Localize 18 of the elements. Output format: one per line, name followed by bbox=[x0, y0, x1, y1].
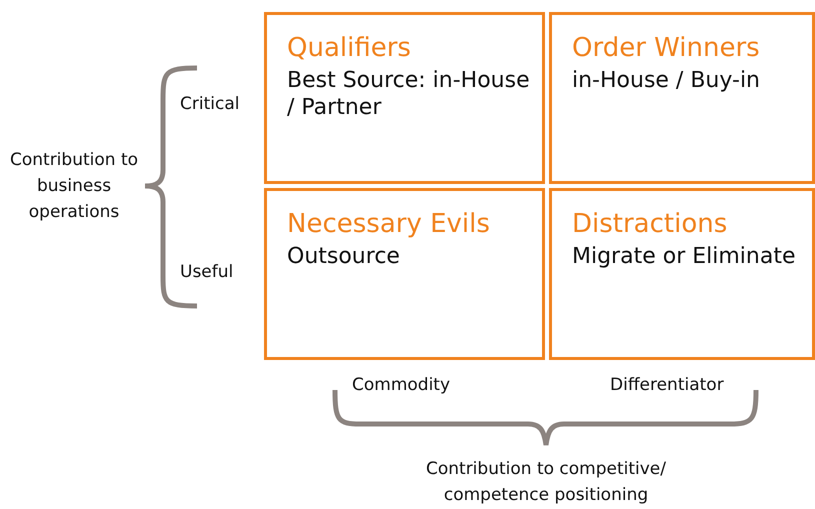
quadrant-box bbox=[549, 12, 815, 184]
axis-title: Contribution to business operations bbox=[8, 149, 140, 224]
quadrant-box bbox=[549, 188, 815, 360]
axis-level: Critical bbox=[180, 93, 240, 116]
quadrant-action: Best Source: in-House / Partner bbox=[287, 67, 531, 121]
quadrant-title: Order Winners bbox=[572, 33, 761, 63]
axis-level: Useful bbox=[180, 261, 234, 284]
axis-level: Differentiator bbox=[610, 374, 725, 397]
quadrant-title: Qualifiers bbox=[287, 33, 412, 63]
quadrant-box bbox=[264, 188, 545, 360]
quadrant-action: in-House / Buy-in bbox=[572, 67, 761, 94]
quadrant-box bbox=[264, 12, 545, 184]
quadrant-title: Distractions bbox=[572, 209, 728, 239]
quadrant-action: Outsource bbox=[287, 243, 401, 270]
quadrant-action: Migrate or Eliminate bbox=[572, 243, 796, 270]
axis-level: Commodity bbox=[352, 374, 452, 397]
axis-title: Contribution to competitive/ competence positioning bbox=[424, 458, 667, 507]
quadrant-title: Necessary Evils bbox=[287, 209, 491, 239]
